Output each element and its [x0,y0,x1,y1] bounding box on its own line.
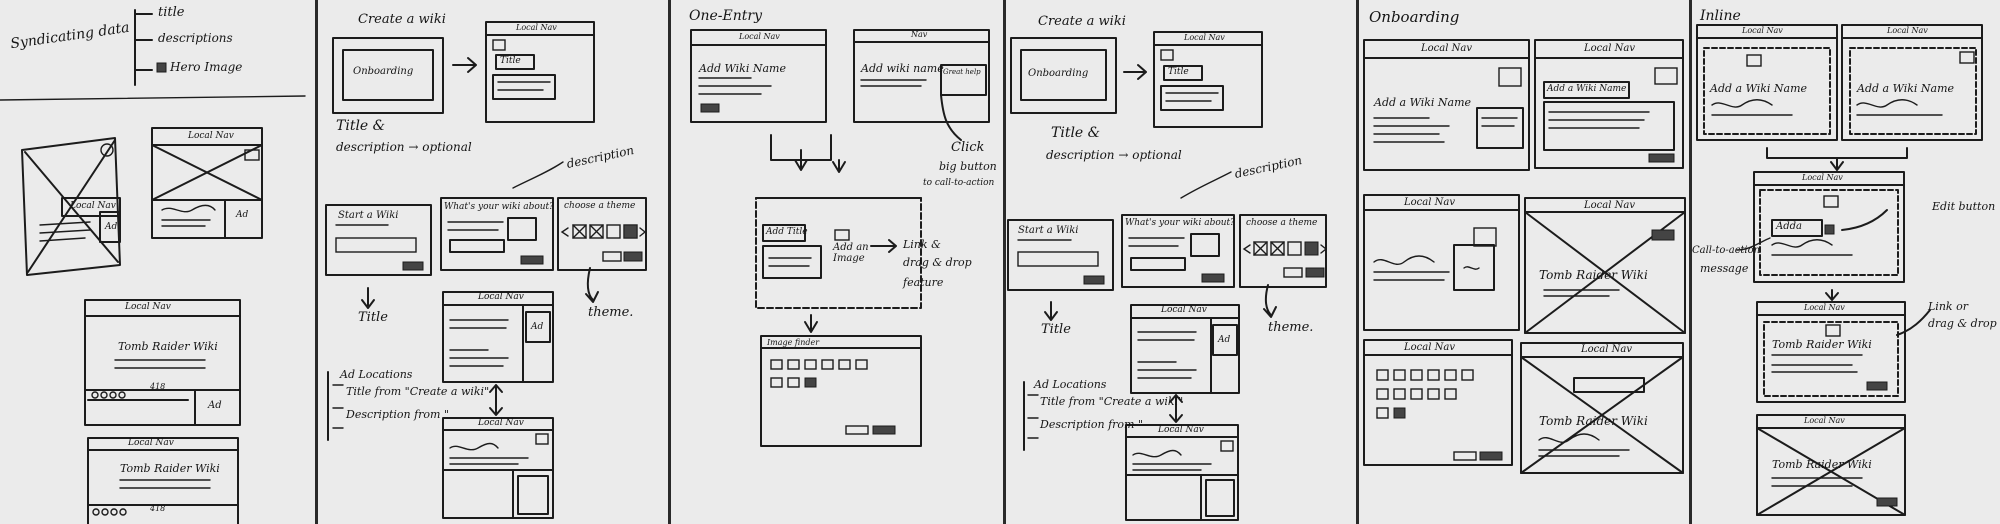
label: Local Nav [1404,342,1455,353]
label: Local Nav [1404,197,1455,208]
label: drag & drop [1928,317,1997,330]
label: Local Nav [1584,200,1635,211]
label: message [1700,262,1748,275]
label: Local Nav [125,302,171,312]
heading: Inline [1700,8,1741,24]
heading: Create a wiki [358,12,446,27]
label: Tomb Raider Wiki [1772,458,1872,471]
label: Title & [336,118,385,134]
label: Add a Wiki Name [1547,84,1626,94]
label: description → optional [336,140,472,154]
label: Local Nav [1161,305,1207,315]
sketch-page-one-entry: One-Entry Local Nav Add Wiki Name Nav Ad… [671,0,1003,524]
label: Link & [903,238,941,251]
list-item: descriptions [158,31,233,45]
label: choose a theme [1246,218,1317,228]
label: Call-to-action [1692,245,1760,256]
label: Ad Locations [1034,378,1106,391]
label: Local Nav [70,201,116,211]
label: description → optional [1046,148,1182,162]
label: theme. [588,305,633,320]
heading: One-Entry [689,8,762,24]
label: Add Wiki Name [699,62,786,75]
label: Title [1168,67,1189,77]
label: choose a theme [564,201,635,211]
label: big button [939,160,997,173]
label: Ad [1218,335,1230,345]
label: Local Nav [1158,425,1204,435]
sketch-drawing [318,0,668,524]
label: Ad [236,210,248,220]
label: drag & drop [903,256,972,269]
heading: Onboarding [1369,8,1459,26]
label: Tomb Raider Wiki [1539,414,1648,428]
sketch-page-create-a-wiki-2: Create a wiki Onboarding Local Nav Title… [1006,0,1356,524]
label: Ad [105,222,117,232]
label: Add a Wiki Name [1857,82,1954,95]
label: Image finder [767,338,819,347]
label: Start a Wiki [338,210,399,221]
label: Local Nav [1802,173,1843,182]
label: Add an Image [833,242,871,264]
label: Local Nav [1742,26,1783,35]
label: Tomb Raider Wiki [118,340,218,353]
label: Title [1041,322,1071,337]
label: Add wiki name [861,62,944,75]
label: Local Nav [739,32,780,41]
label: to call-to-action [923,178,994,188]
label: Local Nav [1804,416,1845,425]
label: Description from " [346,408,449,421]
label: Tomb Raider Wiki [1772,338,1872,351]
sketch-page-onboarding: Onboarding Local Nav Local Nav Add a Wik… [1359,0,1689,524]
label: Local Nav [1421,43,1472,54]
label: Local Nav [1804,303,1845,312]
sketch-page-inline: Inline Local Nav Local Nav Add a Wiki Na… [1692,0,2000,524]
label: Title from "Create a wiki" [346,385,489,398]
label: Description from " [1040,418,1143,431]
label: Local Nav [188,131,234,141]
label: Local Nav [1581,344,1632,355]
label: Local Nav [478,292,524,302]
label: Title & [1051,125,1100,141]
label: Start a Wiki [1018,225,1079,236]
label: Local Nav [1887,26,1928,35]
label: Tomb Raider Wiki [1539,268,1648,282]
label: Edit button [1932,200,1995,213]
label: Add Title [766,227,808,237]
label: theme. [1268,320,1313,335]
label: Nav [911,30,927,39]
label: 418 [150,382,165,391]
label: feature [903,276,943,289]
label: Local Nav [516,23,557,32]
label: Great help [943,68,981,76]
label: Adda [1776,221,1802,232]
label: Local Nav [1584,43,1635,54]
label: Onboarding [1028,68,1088,79]
heading: Create a wiki [1038,14,1126,29]
label: Click [951,140,984,155]
label: Add a Wiki Name [1374,96,1471,109]
label: What's your wiki about? [1125,218,1235,228]
label: Local Nav [1184,33,1225,42]
label: Title [500,56,521,66]
label: Local Nav [128,438,174,448]
list-item: title [158,5,184,20]
label: Tomb Raider Wiki [120,462,220,475]
label: Ad [531,322,543,332]
label: Title from "Create a wiki" [1040,395,1183,408]
label: Link or [1928,300,1968,313]
label: Local Nav [478,418,524,428]
label: Onboarding [353,66,413,77]
label: Ad Locations [340,368,412,381]
sketch-drawing [1359,0,1689,524]
label: What's your wiki about? [444,202,554,212]
label: Ad [208,400,222,411]
sketch-page-create-a-wiki: Create a wiki Onboarding Local Nav Title… [318,0,668,524]
sketch-page-syndicating-data: Syndicating data title descriptions Hero… [0,0,315,524]
label: Add a Wiki Name [1710,82,1807,95]
list-item: Hero Image [170,60,242,74]
label: 418 [150,504,165,513]
label: Title [358,310,388,325]
